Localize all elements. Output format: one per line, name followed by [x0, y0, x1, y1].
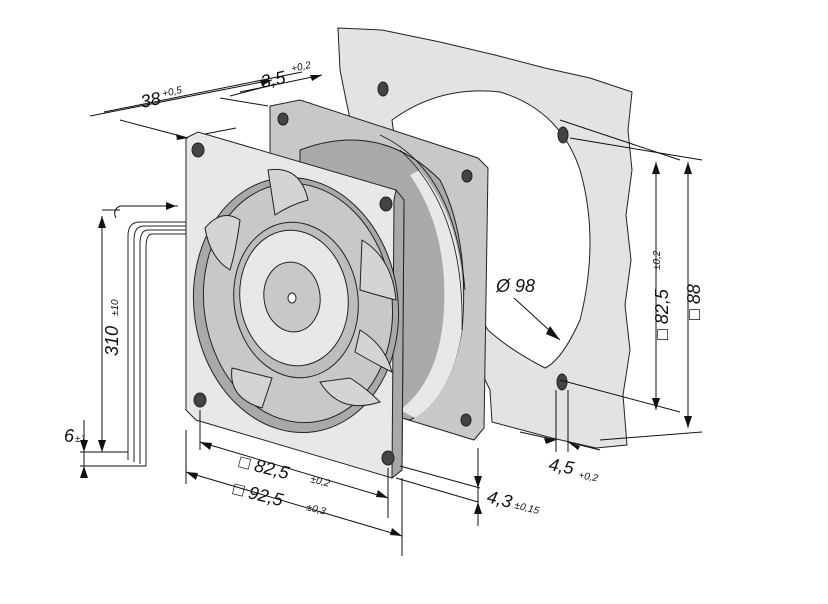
back-hole-bottom-right [460, 413, 472, 427]
cable-length-value: 310 [102, 326, 122, 356]
hole-diameter-tolerance: ±0,15 [513, 500, 540, 517]
flange-value: 3,5 [259, 67, 289, 92]
blade-6 [354, 329, 393, 373]
fan-hub [233, 221, 359, 379]
front-hole-top-left [191, 142, 205, 158]
front-hole-top-right [379, 196, 393, 212]
panel-hole-top-right [557, 126, 569, 144]
panel-hole-spacing-value: □ 82,5 [652, 288, 672, 340]
strip-length-tolerance: ±1 [75, 434, 86, 445]
hole-spacing-tolerance: ±0,2 [309, 474, 331, 489]
cutout-diameter-value: Ø 98 [495, 276, 535, 296]
panel-hole-top-left [377, 81, 389, 97]
front-hole-bottom-left [193, 392, 207, 408]
panel-hole-tolerance: +0,2 [577, 470, 599, 484]
blade-2 [204, 215, 241, 271]
flange-tolerance: +0,2 [290, 60, 312, 75]
blade-3 [359, 239, 397, 301]
frame-size-value: □ 92,5 [231, 478, 286, 510]
strip-length-value: 6 [64, 426, 75, 446]
front-hole-bottom-right [381, 450, 395, 466]
impeller-blades [204, 168, 397, 409]
hole-spacing-value: □ 82,5 [237, 451, 292, 483]
frame-size-tolerance: ±0,3 [305, 502, 327, 517]
arrowheads [80, 75, 692, 536]
hole-diameter-value: 4,3 [485, 486, 514, 511]
blade-5 [319, 377, 381, 407]
panel-hole-bottom-right [556, 373, 568, 391]
panel-hole-spacing-tolerance: ±0,2 [652, 250, 663, 270]
cable [127, 221, 186, 466]
panel-size-value: □ 88 [684, 284, 704, 320]
back-hole-top-right [461, 169, 473, 183]
blade-1 [267, 168, 309, 216]
depth-tolerance: +0,5 [161, 85, 183, 100]
panel-hole-value: 4,5 [547, 454, 576, 478]
hub-center [287, 292, 297, 304]
cable-length-tolerance: ±10 [110, 299, 121, 316]
blade-4 [231, 367, 273, 409]
depth-value: 38 [139, 88, 163, 112]
back-hole-top-left [277, 112, 289, 126]
dimension-lines [80, 71, 703, 556]
